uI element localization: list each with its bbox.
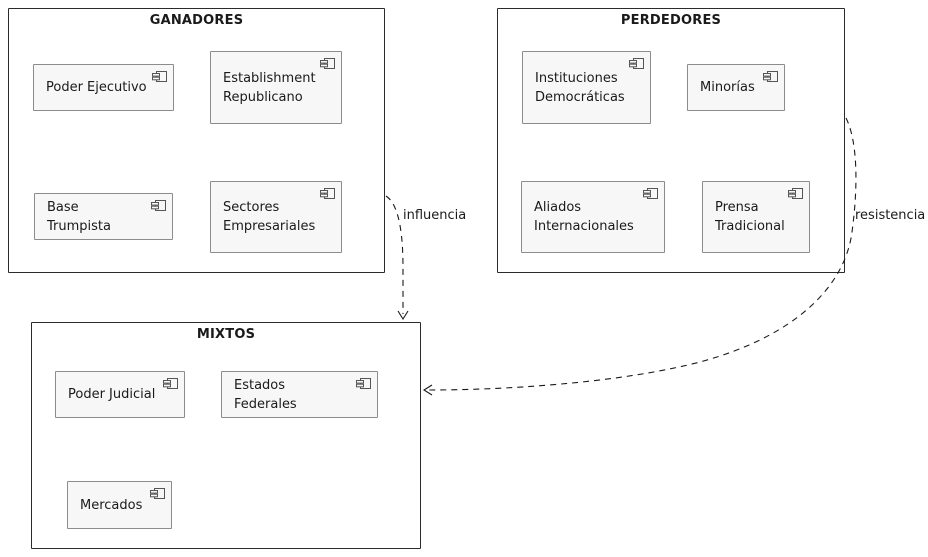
component-icon <box>628 57 645 70</box>
component-poder-judicial: Poder Judicial <box>55 371 185 418</box>
influencia-arrow-path <box>385 195 404 314</box>
component-label: Aliados Internacionales <box>534 200 634 234</box>
package-ganadores: GANADORES Poder Ejecutivo Establishment … <box>8 8 385 273</box>
component-icon <box>319 57 336 70</box>
component-poder-ejecutivo: Poder Ejecutivo <box>33 64 174 111</box>
component-instituciones-democraticas: Instituciones Democráticas <box>522 51 651 124</box>
component-label: Base Trumpista <box>47 199 111 234</box>
package-mixtos: MIXTOS Poder Judicial Estados Federales <box>31 322 421 549</box>
component-establishment-republicano: Establishment Republicano <box>210 51 342 124</box>
package-perdedores: PERDEDORES Instituciones Democráticas Mi… <box>497 8 845 273</box>
component-icon <box>162 377 179 390</box>
component-label: Poder Ejecutivo <box>46 80 147 96</box>
component-label: Estados Federales <box>234 377 297 412</box>
component-label: Instituciones Democráticas <box>535 70 625 105</box>
resistencia-arrowhead <box>422 384 433 396</box>
component-label: Poder Judicial <box>68 387 156 403</box>
component-aliados-internacionales: Aliados Internacionales <box>521 181 665 253</box>
edge-label-influencia: influencia <box>403 208 467 223</box>
component-label: Establishment Republicano <box>223 70 316 105</box>
influencia-arrowhead <box>397 310 409 321</box>
component-icon <box>319 187 336 200</box>
component-label: Sectores Empresariales <box>223 200 316 234</box>
component-icon <box>151 70 168 83</box>
component-label: Prensa Tradicional <box>715 200 785 234</box>
component-icon <box>150 199 167 212</box>
component-estados-federales: Estados Federales <box>221 371 378 418</box>
component-minorias: Minorías <box>687 64 785 111</box>
component-label: Mercados <box>80 497 143 513</box>
component-prensa-tradicional: Prensa Tradicional <box>702 181 810 253</box>
component-icon <box>762 70 779 83</box>
component-base-trumpista: Base Trumpista <box>34 193 173 240</box>
component-icon <box>355 377 372 390</box>
package-mixtos-title: MIXTOS <box>196 327 256 342</box>
component-icon <box>149 487 166 500</box>
package-ganadores-title: GANADORES <box>149 13 244 28</box>
edge-label-resistencia: resistencia <box>855 208 926 223</box>
component-icon <box>642 187 659 200</box>
component-mercados: Mercados <box>67 481 172 529</box>
component-label: Minorías <box>700 80 755 96</box>
component-icon <box>787 187 804 200</box>
component-sectores-empresariales: Sectores Empresariales <box>210 181 342 253</box>
package-perdedores-title: PERDEDORES <box>620 13 722 28</box>
